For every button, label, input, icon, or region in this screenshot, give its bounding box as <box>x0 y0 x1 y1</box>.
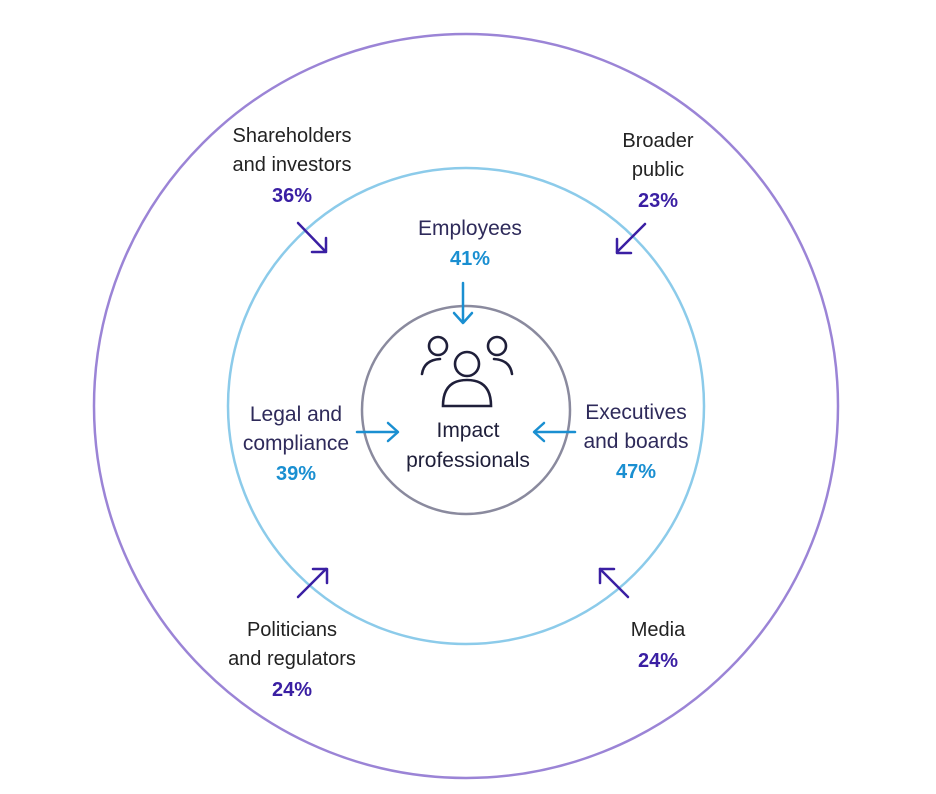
inner-ring <box>360 304 572 516</box>
label-shareholders-line2: and investors <box>232 154 352 176</box>
label-media: Media 24% <box>598 616 718 677</box>
label-shareholders: Shareholders and investors 36% <box>212 122 372 212</box>
label-executives: Executives and boards 47% <box>566 398 706 488</box>
arrow-shareholders <box>296 221 328 254</box>
value-legal: 39% <box>275 463 317 485</box>
people-group-icon <box>420 335 514 408</box>
arrow-legal <box>355 421 400 443</box>
label-public: Broader public 23% <box>598 127 718 217</box>
label-shareholders-line1: Shareholders <box>232 125 352 147</box>
center-label: Impact professionals <box>388 416 548 476</box>
arrow-executives <box>532 421 577 443</box>
label-legal-line1: Legal and <box>249 403 343 426</box>
value-politicians: 24% <box>271 679 313 701</box>
label-legal-line2: compliance <box>242 432 350 455</box>
value-shareholders: 36% <box>271 185 313 207</box>
label-politicians-line1: Politicians <box>246 619 338 641</box>
label-executives-line1: Executives <box>585 401 687 424</box>
arrow-politicians <box>296 567 329 599</box>
label-politicians-line2: and regulators <box>228 648 356 670</box>
value-executives: 47% <box>615 461 657 483</box>
label-executives-line2: and boards <box>583 430 689 453</box>
arrow-media <box>598 567 630 599</box>
arrow-employees <box>452 281 474 325</box>
label-politicians: Politicians and regulators 24% <box>212 616 372 706</box>
value-media: 24% <box>637 650 679 672</box>
value-employees: 41% <box>449 248 491 270</box>
label-legal: Legal and compliance 39% <box>226 400 366 490</box>
label-employees-line1: Employees <box>418 217 522 240</box>
center-label-line2: professionals <box>406 449 530 472</box>
outer-ring <box>92 32 840 780</box>
label-public-line2: public <box>631 159 685 181</box>
arrow-public <box>615 222 647 255</box>
value-public: 23% <box>637 190 679 212</box>
label-employees: Employees 41% <box>400 214 540 275</box>
center-label-line1: Impact <box>436 419 500 442</box>
middle-ring <box>226 166 706 646</box>
label-media-line1: Media <box>630 619 686 641</box>
label-public-line1: Broader <box>622 130 694 152</box>
